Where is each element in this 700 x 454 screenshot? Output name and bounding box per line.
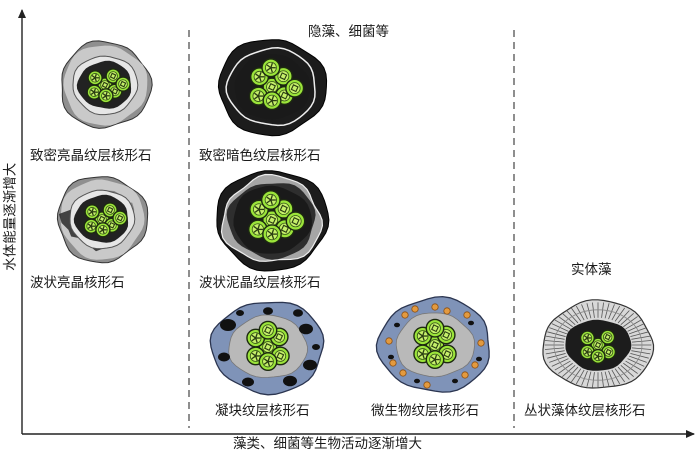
oncoid-dense-bright — [61, 40, 153, 129]
x-axis-label: 藻类、细菌等生物活动逐渐增大 — [233, 436, 422, 452]
oncoid-microbial — [375, 295, 490, 393]
oncoid-label-clotted: 凝块纹层核形石 — [215, 403, 310, 419]
oncoid-clotted — [209, 301, 325, 396]
oncoid-wavy-micrite — [216, 170, 330, 272]
oncoid-label-wavy-micrite: 波状泥晶纹层核形石 — [199, 275, 321, 291]
oncoid-label-dense-bright: 致密亮晶纹层核形石 — [30, 148, 152, 164]
y-axis-label: 水体能量逐渐增大 — [2, 162, 19, 271]
oncoid-dense-dark — [217, 39, 328, 137]
oncoid-clustered-algae — [542, 299, 655, 389]
section-header-middle: 隐藻、细菌等 — [308, 24, 389, 40]
oncoid-label-wavy-bright: 波状亮晶核形石 — [30, 275, 125, 291]
section-header-right: 实体藻 — [571, 262, 612, 278]
oncoid-wavy-bright — [56, 176, 149, 264]
oncoid-label-dense-dark: 致密暗色纹层核形石 — [199, 148, 321, 164]
oncoid-label-microbial: 微生物纹层核形石 — [371, 403, 479, 419]
oncoid-label-clustered-algae: 丛状藻体纹层核形石 — [524, 403, 646, 419]
